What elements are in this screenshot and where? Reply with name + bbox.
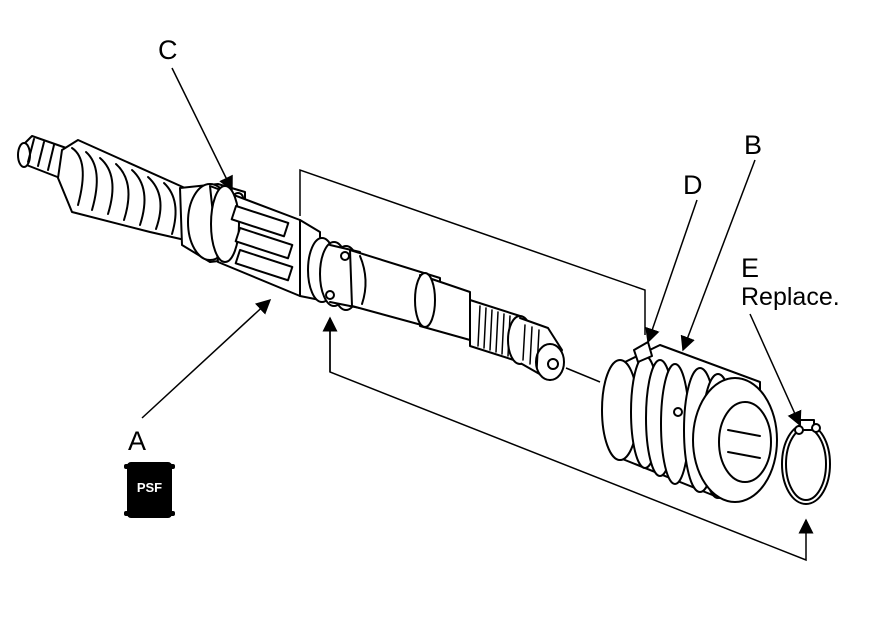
pinion-shaft xyxy=(17,135,565,381)
leader-e xyxy=(749,313,802,427)
callout-d: D xyxy=(683,170,703,200)
leader-d xyxy=(645,199,698,344)
callout-b: B xyxy=(744,130,763,160)
leader-c xyxy=(171,67,233,192)
psf-fluid-can-icon xyxy=(124,462,175,518)
assembly-guide-lines xyxy=(299,168,814,562)
psf-badge-label: PSF xyxy=(136,480,163,495)
callout-a: A xyxy=(128,426,147,456)
snap-ring xyxy=(781,419,831,505)
callout-e: E xyxy=(741,253,760,283)
replace-note: Replace. xyxy=(741,283,840,311)
leader-b xyxy=(680,159,756,352)
valve-sleeve xyxy=(601,341,778,503)
leader-a xyxy=(141,298,272,419)
callout-c: C xyxy=(158,35,178,65)
